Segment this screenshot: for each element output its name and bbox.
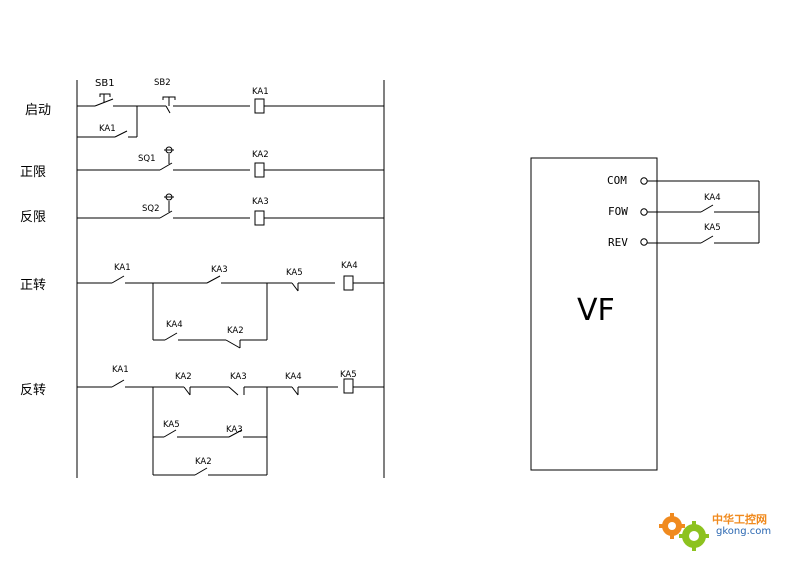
device-labels: SB1 SB2 KA1 KA1 SQ1 KA2 SQ2 KA3 KA1 KA3 … bbox=[95, 78, 721, 467]
label-ka1-coil: KA1 bbox=[252, 87, 269, 97]
label-ka3-branch: KA3 bbox=[226, 425, 243, 435]
watermark-text: 中华工控网 bbox=[712, 513, 767, 526]
label-ka4-rev: KA4 bbox=[285, 372, 302, 382]
rung-fwd-run bbox=[77, 275, 384, 349]
rung-fwd-limit bbox=[77, 146, 384, 178]
label-ka5-fwd: KA5 bbox=[286, 268, 303, 278]
label-ka3-rev: KA3 bbox=[230, 372, 247, 382]
label-ka4-vf: KA4 bbox=[704, 193, 721, 203]
terminal-com: COM bbox=[607, 174, 627, 187]
label-ka5-coil: KA5 bbox=[340, 370, 357, 380]
inverter-box bbox=[530, 157, 658, 471]
rung-start bbox=[77, 93, 384, 138]
label-sq2: SQ2 bbox=[142, 204, 160, 214]
rung-rev-limit bbox=[77, 193, 384, 226]
label-ka1-seal: KA1 bbox=[99, 124, 116, 134]
label-ka5-branch: KA5 bbox=[163, 420, 180, 430]
label-ka5-vf: KA5 bbox=[704, 223, 721, 233]
label-ka2-rev: KA2 bbox=[175, 372, 192, 382]
label-sq1: SQ1 bbox=[138, 154, 156, 164]
label-sb1: SB1 bbox=[95, 78, 115, 89]
rung-label-rev-limit: 反限 bbox=[20, 210, 47, 225]
rung-label-fwd-run: 正转 bbox=[20, 278, 47, 293]
terminal-rev: REV bbox=[608, 236, 628, 249]
watermark-gear-icon bbox=[659, 513, 709, 551]
inverter-title: VF bbox=[577, 293, 615, 328]
label-ka1-fwd: KA1 bbox=[114, 263, 131, 273]
label-ka4-coil: KA4 bbox=[341, 261, 358, 271]
label-ka3-fwd: KA3 bbox=[211, 265, 228, 275]
label-sb2: SB2 bbox=[154, 78, 171, 88]
label-ka1-rev: KA1 bbox=[112, 365, 129, 375]
rung-label-fwd-limit: 正限 bbox=[20, 165, 47, 180]
rung-rev-run bbox=[77, 378, 384, 476]
terminal-fow: FOW bbox=[608, 205, 628, 218]
watermark-url: gkong.com bbox=[716, 526, 772, 537]
label-ka2-coil: KA2 bbox=[252, 150, 269, 160]
rung-label-start: 启动 bbox=[25, 103, 52, 118]
rung-label-rev-run: 反转 bbox=[20, 383, 47, 398]
label-ka4-fwd: KA4 bbox=[166, 320, 183, 330]
inverter-block bbox=[530, 157, 760, 471]
label-ka3-coil: KA3 bbox=[252, 197, 269, 207]
label-ka2-branch: KA2 bbox=[195, 457, 212, 467]
label-ka2-fwd: KA2 bbox=[227, 326, 244, 336]
